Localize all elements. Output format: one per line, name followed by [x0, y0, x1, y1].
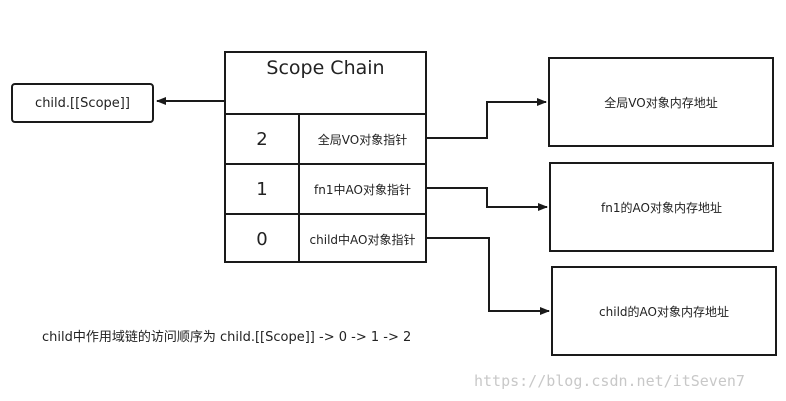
- scope-chain-table: Scope Chain 2 全局VO对象指针 1 fn1中AO对象指针 0 ch…: [224, 51, 427, 263]
- child-ao-memory-box: child的AO对象内存地址: [551, 266, 777, 356]
- global-vo-memory-label: 全局VO对象内存地址: [604, 95, 718, 110]
- arrow-fn1-pointer: [427, 187, 548, 211]
- caption-text: child中作用域链的访问顺序为 child.[[Scope]] -> 0 ->…: [42, 330, 412, 345]
- row-pointer: child中AO对象指针: [309, 232, 416, 247]
- arrow-global-pointer: [427, 98, 547, 139]
- fn1-ao-memory-label: fn1的AO对象内存地址: [601, 200, 722, 215]
- child-scope-label: child.[[Scope]]: [35, 95, 130, 111]
- scope-chain-row: 0 child中AO对象指针: [226, 213, 425, 263]
- row-pointer: 全局VO对象指针: [317, 132, 408, 147]
- row-index: 2: [226, 115, 300, 163]
- arrow-child-pointer: [427, 237, 550, 315]
- fn1-ao-memory-box: fn1的AO对象内存地址: [549, 162, 774, 252]
- global-vo-memory-box: 全局VO对象内存地址: [548, 57, 774, 147]
- scope-chain-title: Scope Chain: [266, 57, 385, 79]
- row-pointer: fn1中AO对象指针: [314, 182, 411, 197]
- row-index: 0: [226, 215, 300, 263]
- row-index: 1: [226, 165, 300, 213]
- scope-chain-row: 2 全局VO对象指针: [226, 113, 425, 163]
- child-ao-memory-label: child的AO对象内存地址: [599, 304, 729, 319]
- watermark: https://blog.csdn.net/itSeven7: [474, 372, 745, 390]
- scope-chain-row: 1 fn1中AO对象指针: [226, 163, 425, 213]
- child-scope-box: child.[[Scope]]: [11, 83, 154, 123]
- arrow-scope-to-child-scope: [156, 97, 230, 105]
